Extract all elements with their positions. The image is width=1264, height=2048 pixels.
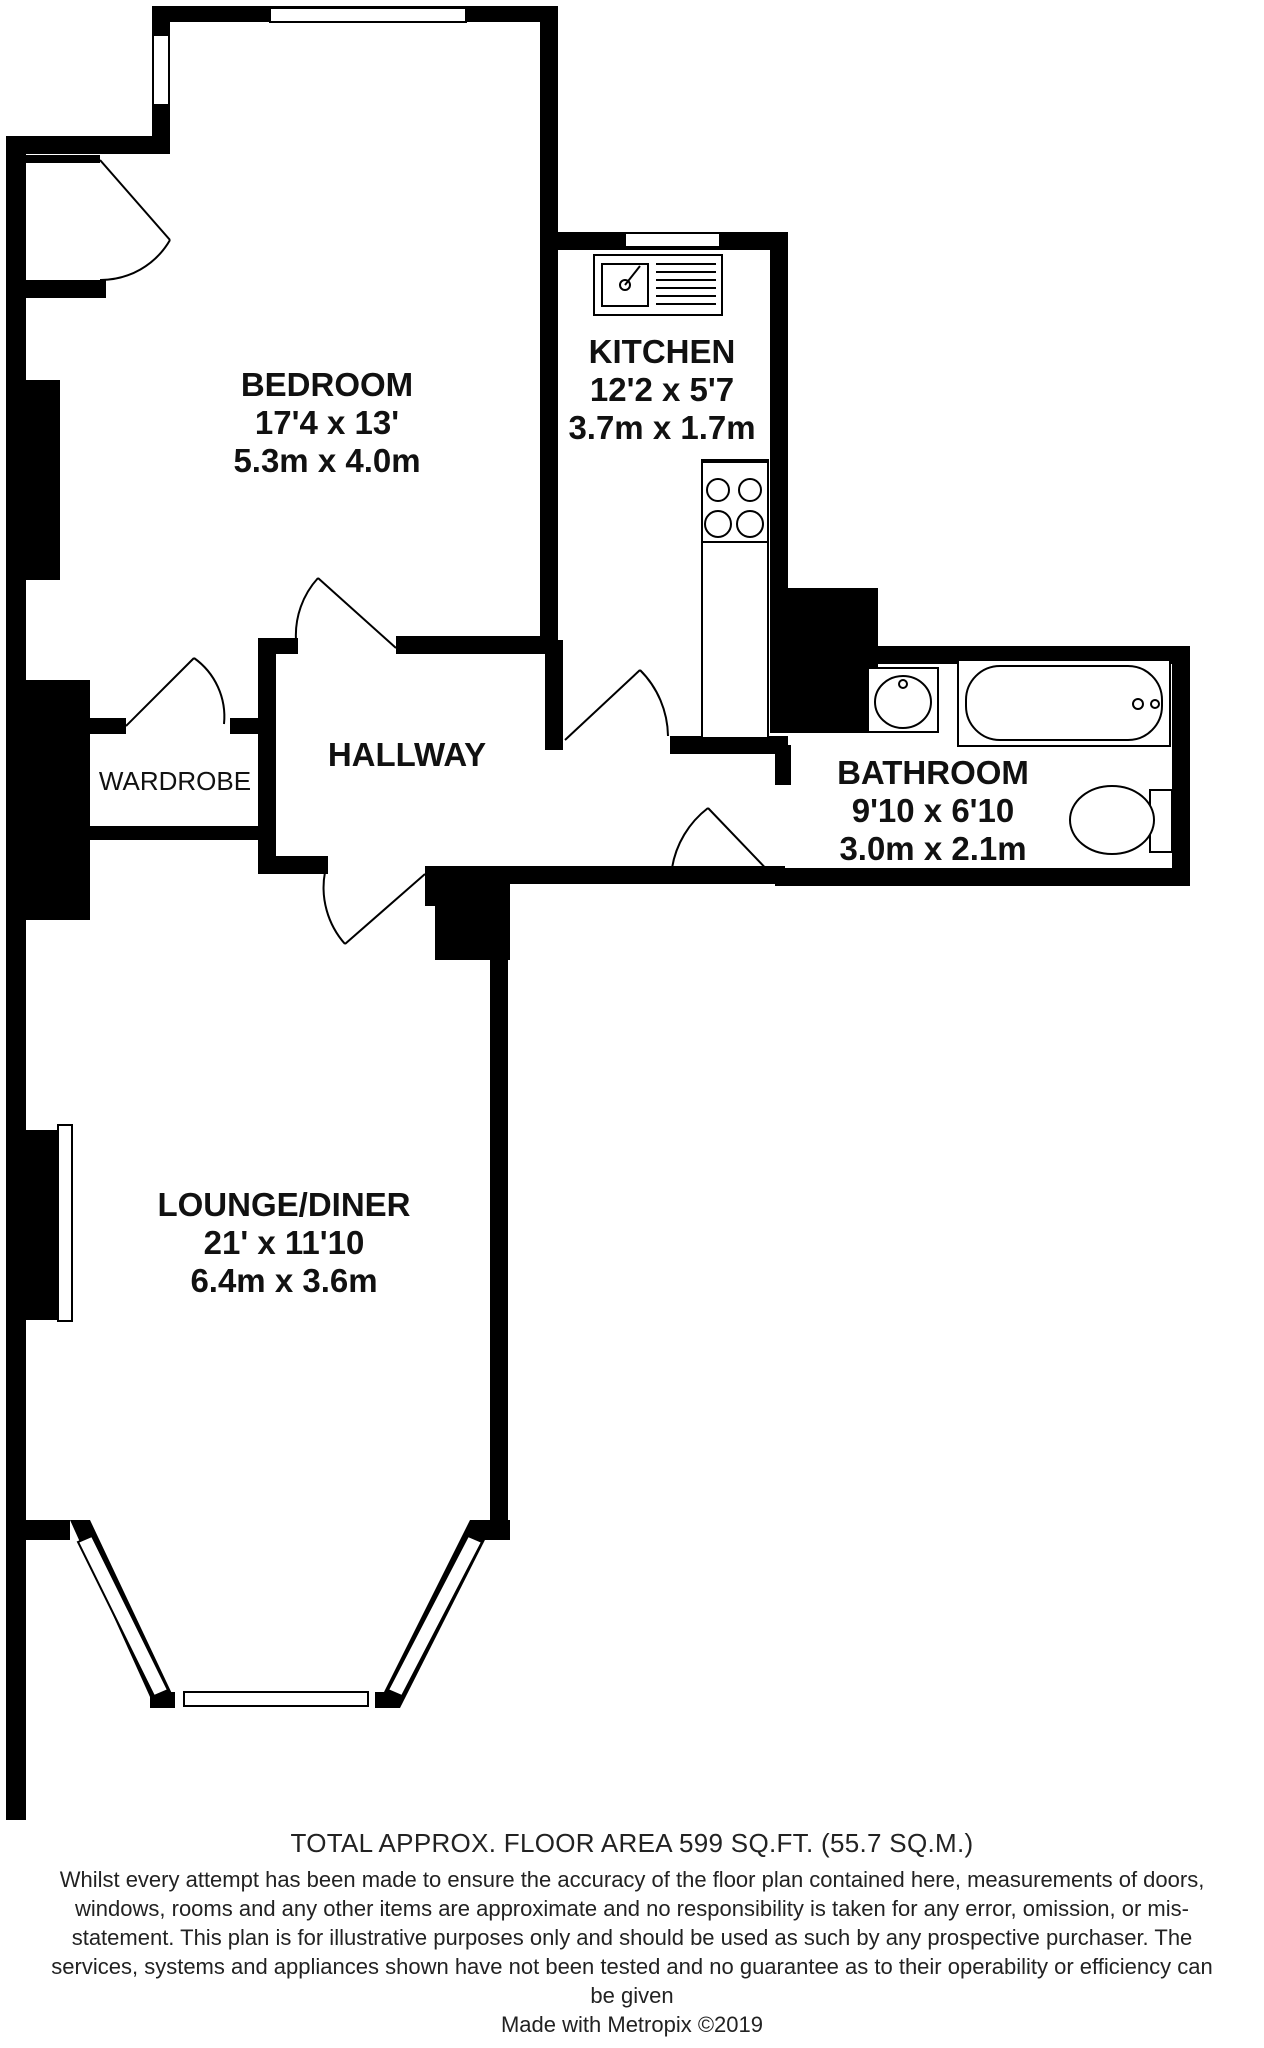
bathroom-metric: 3.0m x 2.1m — [839, 830, 1026, 867]
wardrobe-door — [125, 657, 226, 727]
bedroom-cupboard-door — [99, 159, 171, 282]
hallway-name: HALLWAY — [328, 736, 486, 773]
label-bedroom: BEDROOM 17'4 x 13' 5.3m x 4.0m — [233, 366, 420, 479]
kitchen-hob — [701, 461, 769, 543]
plan-footer: TOTAL APPROX. FLOOR AREA 599 SQ.FT. (55.… — [40, 1828, 1224, 2039]
total-floor-area: TOTAL APPROX. FLOOR AREA 599 SQ.FT. (55.… — [290, 1828, 974, 1858]
bedroom-name: BEDROOM — [241, 366, 413, 403]
kitchen-sink — [593, 254, 723, 316]
lounge-bay-window-front — [183, 1691, 369, 1707]
kitchen-name: KITCHEN — [589, 333, 736, 370]
lounge-metric: 6.4m x 3.6m — [190, 1262, 377, 1299]
bathroom-name: BATHROOM — [837, 754, 1029, 791]
bathroom-imperial: 9'10 x 6'10 — [852, 792, 1015, 829]
made-with-credit: Made with Metropix ©2019 — [500, 2012, 763, 2037]
lounge-bay-window-left — [76, 1534, 170, 1698]
lounge-imperial: 21' x 11'10 — [204, 1224, 365, 1261]
lounge-bay-window-right — [386, 1534, 484, 1698]
bedroom-left-window — [152, 34, 170, 106]
lounge-name: LOUNGE/DINER — [157, 1186, 410, 1223]
hallway-walls — [258, 636, 785, 906]
bathroom-toilet — [1069, 785, 1173, 855]
bedroom-imperial: 17'4 x 13' — [255, 404, 399, 441]
bathroom-walls — [770, 588, 1190, 886]
label-lounge: LOUNGE/DINER 21' x 11'10 6.4m x 3.6m — [157, 1186, 410, 1299]
kitchen-window — [624, 232, 721, 248]
wardrobe-name: WARDROBE — [99, 766, 251, 796]
kitchen-door — [564, 669, 669, 741]
bathroom-basin — [867, 667, 939, 733]
lounge-door — [322, 871, 426, 945]
lounge-side-window — [57, 1124, 73, 1322]
bedroom-door — [294, 577, 397, 649]
label-bathroom: BATHROOM 9'10 x 6'10 3.0m x 2.1m — [837, 754, 1029, 867]
wardrobe-walls — [6, 680, 260, 920]
kitchen-imperial: 12'2 x 5'7 — [590, 371, 734, 408]
label-kitchen: KITCHEN 12'2 x 5'7 3.7m x 1.7m — [568, 333, 755, 446]
bedroom-metric: 5.3m x 4.0m — [233, 442, 420, 479]
kitchen-metric: 3.7m x 1.7m — [568, 409, 755, 446]
bedroom-walls — [6, 6, 558, 1820]
disclaimer-text: Whilst every attempt has been made to en… — [51, 1867, 1213, 2008]
bathroom-bath — [957, 659, 1171, 747]
floor-plan: BEDROOM 17'4 x 13' 5.3m x 4.0m KITCHEN 1… — [6, 6, 1190, 1820]
bedroom-top-window — [269, 7, 467, 23]
